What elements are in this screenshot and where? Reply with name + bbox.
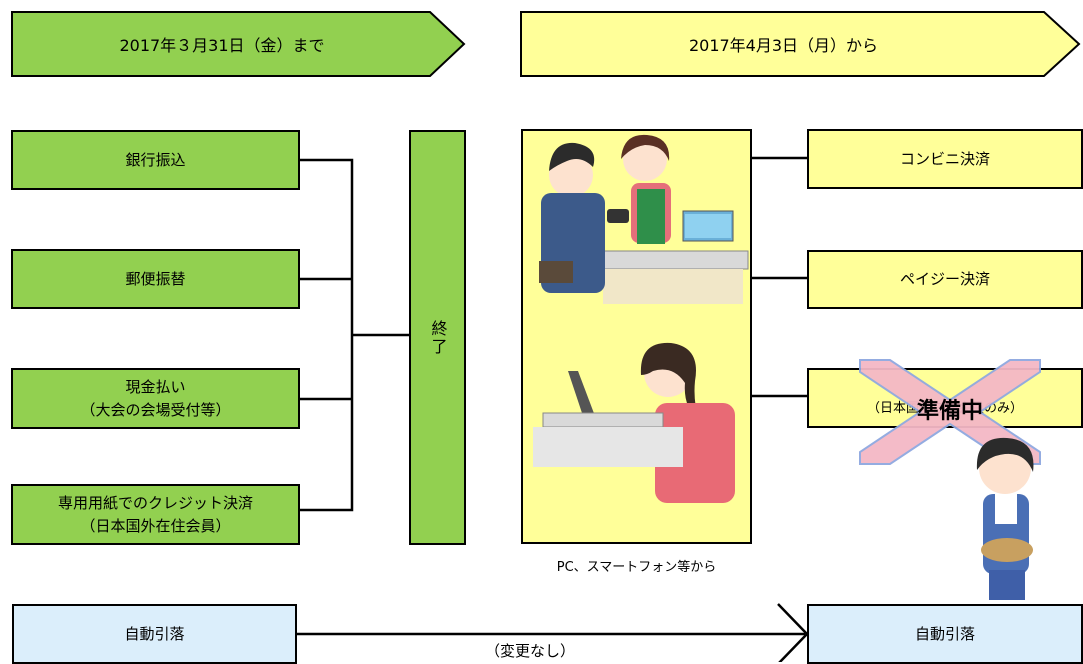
convenience-store-label: コンビニ決済 (899, 149, 990, 168)
illustration-panel (521, 129, 752, 544)
payeasy-box: ペイジー決済 (807, 250, 1083, 309)
header-until: 2017年３月31日（金）まで (119, 36, 325, 55)
bank-transfer-box: 銀行振込 (11, 130, 300, 190)
header-from: 2017年4月3日（月）から (688, 36, 879, 55)
end-box: 終了 (409, 130, 466, 545)
pc-user-illustration (533, 342, 735, 503)
convenience-store-box: コンビニ決済 (807, 129, 1083, 189)
store-clerk-illustration (539, 134, 749, 304)
postal-transfer-label: 郵便振替 (125, 269, 186, 288)
credit-form-box: 専用用紙でのクレジット決済 （日本国外在住会員） (11, 484, 300, 545)
auto-debit-note: （変更なし） (484, 642, 575, 660)
header-from-arrow (520, 11, 1081, 77)
auto-debit-right-label: 自動引落 (914, 624, 975, 643)
auto-debit-left-box: 自動引落 (12, 604, 297, 664)
postal-transfer-box: 郵便振替 (11, 249, 300, 309)
auto-debit-left-label: 自動引落 (124, 624, 185, 643)
right-connector-lines (752, 156, 807, 398)
store-and-pc-illustration (533, 134, 749, 503)
auto-debit-right-box: 自動引落 (807, 604, 1083, 664)
illustration-caption: PC、スマートフォン等から (556, 560, 717, 575)
end-label: 終了 (428, 319, 448, 356)
payeasy-label: ペイジー決済 (899, 270, 990, 289)
cash-payment-box: 現金払い （大会の会場受付等） (11, 368, 300, 429)
preparing-label: 準備中 (916, 399, 983, 424)
cash-payment-label: 現金払い （大会の会場受付等） (80, 378, 231, 419)
header-until-arrow (11, 11, 466, 77)
left-bracket-line (300, 158, 409, 512)
bank-transfer-label: 銀行振込 (125, 150, 186, 169)
credit-form-label: 専用用紙でのクレジット決済 （日本国外在住会員） (57, 494, 253, 535)
